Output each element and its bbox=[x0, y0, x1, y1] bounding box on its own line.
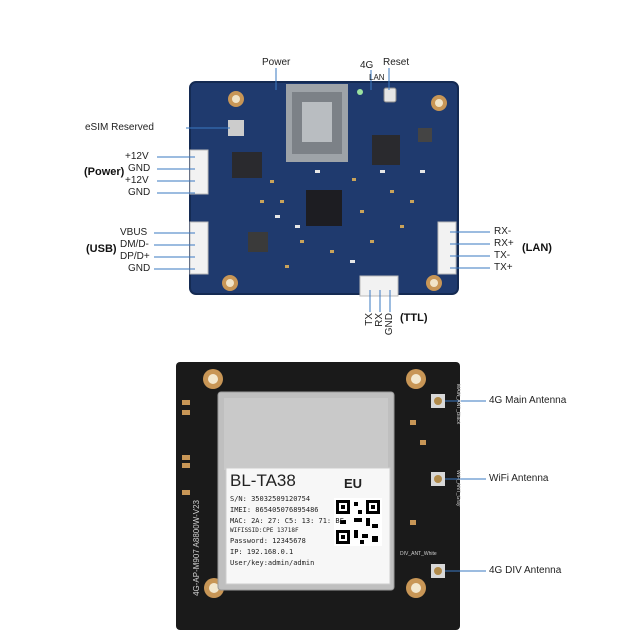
lan-pin-4: TX+ bbox=[494, 262, 513, 273]
main-chip bbox=[306, 190, 342, 226]
label-div-antenna: 4G DIV Antenna bbox=[489, 565, 562, 576]
ttl-group-label: (TTL) bbox=[400, 312, 428, 324]
power-pin-2: GND bbox=[128, 163, 151, 174]
sim-slot bbox=[286, 84, 348, 162]
silk-div-ant: DIV_ANT_White bbox=[400, 551, 437, 557]
power-group-label: (Power) bbox=[84, 166, 125, 178]
usb-group-label: (USB) bbox=[86, 243, 117, 255]
module-model: BL-TA38 bbox=[230, 471, 296, 490]
power-pin-4: GND bbox=[128, 187, 151, 198]
module-ssid: WIFISSID:CPE 13718F bbox=[230, 527, 299, 534]
usb-connector bbox=[189, 221, 209, 275]
module-sn: S/N: 35032509120754 bbox=[230, 495, 311, 503]
label-main-antenna: 4G Main Antenna bbox=[489, 395, 567, 406]
lan-pin-3: TX- bbox=[494, 250, 511, 261]
lan-pin-2: RX+ bbox=[494, 238, 514, 249]
power-connector bbox=[189, 149, 209, 195]
power-pin-1: +12V bbox=[125, 151, 149, 162]
silk-side-text: 4G-AP-M907 A8800W-V23 bbox=[192, 500, 201, 596]
lan-connector bbox=[437, 221, 457, 275]
lan-group-label: (LAN) bbox=[522, 242, 552, 254]
module-imei: IMEI: 865405076895486 bbox=[230, 506, 319, 514]
usb-pin-2: DM/D- bbox=[120, 239, 149, 250]
label-lan-top: LAN bbox=[369, 73, 385, 82]
usb-pin-4: GND bbox=[128, 263, 151, 274]
label-reset-top: Reset bbox=[383, 57, 410, 68]
module-region: EU bbox=[344, 476, 363, 491]
lan-pin-1: RX- bbox=[494, 226, 512, 237]
label-esim: eSIM Reserved bbox=[85, 122, 154, 133]
module-mac: MAC: 2A: 27: C5: 13: 71: BF bbox=[230, 517, 344, 525]
label-4g-top: 4G bbox=[360, 60, 374, 71]
label-wifi-antenna: WiFi Antenna bbox=[489, 473, 549, 484]
usb-pin-1: VBUS bbox=[120, 227, 148, 238]
power-pin-3: +12V bbox=[125, 175, 149, 186]
module-ip: IP: 192.168.0.1 bbox=[230, 548, 294, 556]
ttl-connector bbox=[359, 275, 399, 297]
silk-main-ant: MAIN_ANT_Black bbox=[455, 384, 461, 425]
label-power-top: Power bbox=[262, 57, 291, 68]
usb-pin-3: DP/D+ bbox=[120, 251, 150, 262]
module-password: Password: 12345678 bbox=[230, 537, 306, 545]
reset-button bbox=[383, 87, 397, 103]
module-user: User/key:admin/admin bbox=[230, 559, 315, 567]
mounting-holes-top bbox=[222, 91, 447, 291]
ttl-pin-gnd: GND bbox=[384, 313, 395, 336]
silk-wifi-ant: WiFi_ANT_Gray bbox=[455, 470, 461, 507]
